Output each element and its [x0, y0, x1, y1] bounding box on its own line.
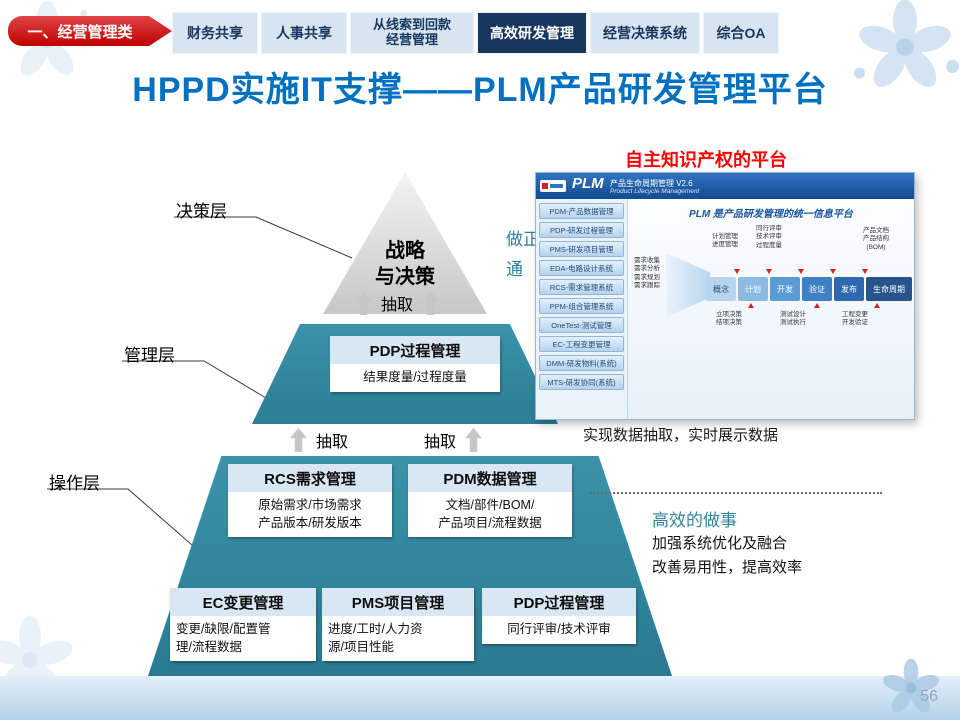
label-operation-layer: 操作层 — [49, 474, 100, 493]
plm-sidebar: PDM-产品数据管理 PDP-研发过程管理 PMS-研发项目管理 EDA-电路设… — [536, 199, 628, 419]
annotation-change: 工程变更 开发验证 — [842, 311, 868, 327]
tab-financial-sharing[interactable]: 财务共享 — [172, 12, 258, 54]
box-title: PDM数据管理 — [408, 464, 572, 492]
plm-sidebar-item-onetest: OneTest-测试管理 — [539, 317, 624, 333]
footer-band — [0, 676, 960, 720]
plm-sidebar-item-mts: MTS-研发协同(系统) — [539, 374, 624, 390]
box-body: 变更/缺限/配置管 理/流程数据 — [176, 622, 271, 654]
plm-brand: PLM — [572, 175, 604, 192]
plm-sidebar-item-dmm: DMM-研发物料(系统) — [539, 355, 624, 371]
strategy-decision-title: 战略 与决策 — [375, 240, 435, 288]
box-title: PDP过程管理 — [330, 336, 500, 364]
management-connector-line — [122, 360, 267, 399]
plm-sidebar-item-ec: EC-工程变更管理 — [539, 336, 624, 352]
extract-row-left: 抽取 — [290, 428, 348, 452]
plm-stage-verify: 验证 — [802, 277, 832, 301]
tab-decision-system[interactable]: 经营决策系统 — [590, 12, 700, 54]
red-marker-icon — [748, 303, 754, 308]
clipped-text-bottom: 通 — [506, 260, 523, 279]
extract-label: 抽取 — [424, 434, 457, 451]
label-management-layer: 管理层 — [124, 346, 175, 365]
page-title: HPPD实施IT支撑——PLM产品研发管理平台 — [132, 71, 828, 109]
label-decision-layer: 决策层 — [176, 202, 227, 221]
decision-connector-line — [174, 216, 353, 259]
rcs-requirement-box: RCS需求管理 原始需求/市场需求 产品版本/研发版本 — [228, 464, 392, 537]
pdp-process-box: PDP过程管理 结果度量/过程度量 — [330, 336, 500, 392]
funnel-shape — [666, 253, 710, 317]
up-arrow-icon — [355, 291, 372, 315]
plm-sidebar-item-pdm: PDM-产品数据管理 — [539, 203, 624, 219]
up-arrow-icon — [465, 428, 483, 452]
annotation-review: 同行评审 技术评审 过程度量 — [756, 225, 782, 249]
plm-sidebar-item-pdp: PDP-研发过程管理 — [539, 222, 624, 238]
logo-dot — [542, 183, 548, 189]
box-title: EC变更管理 — [170, 588, 316, 616]
data-extract-note: 实现数据抽取，实时展示数据 — [583, 427, 779, 444]
plm-screenshot: PLM 产品生命周期管理 V2.6 Product Lifecycle Mana… — [535, 172, 915, 420]
plm-stage-develop: 开发 — [770, 277, 800, 301]
red-marker-icon — [766, 269, 772, 274]
box-title: PDP过程管理 — [482, 588, 636, 616]
category-banner-label: 一、经营管理类 — [27, 23, 133, 41]
box-title: PMS项目管理 — [322, 588, 474, 616]
tab-bar: 财务共享 人事共享 从线索到回款 经营管理 高效研发管理 经营决策系统 综合OA — [172, 12, 779, 54]
pms-project-box: PMS项目管理 进度/工时/人力资 源/项目性能 — [322, 588, 474, 661]
plm-stage-release: 发布 — [834, 277, 864, 301]
ec-change-box: EC变更管理 变更/缺限/配置管 理/流程数据 — [170, 588, 316, 661]
extract-label: 抽取 — [381, 297, 414, 314]
annotation-plan: 计划管理 进度管理 — [712, 233, 738, 249]
red-marker-icon — [798, 269, 804, 274]
box-body: 结果度量/过程度量 — [363, 370, 467, 384]
annotation-product: 产品文档 产品结构 (BOM) — [863, 227, 889, 251]
operation-connector-line — [47, 488, 193, 546]
extract-label: 抽取 — [316, 434, 349, 451]
pdp-process-box-bottom: PDP过程管理 同行评审/技术评审 — [482, 588, 636, 644]
tab-oa[interactable]: 综合OA — [703, 12, 779, 54]
up-arrow-icon — [290, 428, 307, 452]
plm-sidebar-item-rcs: RCS-需求管理系统 — [539, 279, 624, 295]
tab-hr-sharing[interactable]: 人事共享 — [261, 12, 347, 54]
red-marker-icon — [734, 269, 740, 274]
annotation-requirements: 需求收集 需求分析 需求规划 需求跟踪 — [634, 257, 660, 290]
pdm-data-box: PDM数据管理 文档/部件/BOM/ 产品项目/流程数据 — [408, 464, 572, 537]
ip-headline: 自主知识产权的平台 — [625, 150, 787, 170]
page-number: 56 — [920, 688, 938, 705]
plm-brand-subtitle: Product Lifecycle Management — [610, 188, 700, 195]
plm-stage-lifecycle: 生命周期 — [866, 277, 912, 301]
tab-rd-management[interactable]: 高效研发管理 — [477, 12, 587, 54]
annotation-decision: 立项决策 结项决策 — [716, 311, 742, 327]
clipped-text-top: 做正 — [506, 230, 536, 249]
efficiency-title: 高效的做事 — [652, 511, 737, 530]
red-marker-icon — [814, 303, 820, 308]
red-marker-icon — [862, 269, 868, 274]
plm-sidebar-item-ppm: PPM-组合管理系统 — [539, 298, 624, 314]
plm-brand-title: 产品生命周期管理 V2.6 — [610, 179, 693, 188]
efficiency-line-1: 加强系统优化及融合 — [652, 535, 788, 552]
box-title: RCS需求管理 — [228, 464, 392, 492]
tab-lead-to-cash[interactable]: 从线索到回款 经营管理 — [350, 12, 474, 54]
plm-header: PLM 产品生命周期管理 V2.6 Product Lifecycle Mana… — [536, 173, 914, 199]
box-body: 同行评审/技术评审 — [507, 622, 611, 636]
box-body: 原始需求/市场需求 产品版本/研发版本 — [258, 498, 362, 530]
plm-sidebar-item-pms: PMS-研发项目管理 — [539, 241, 624, 257]
vendor-logo-icon — [540, 180, 566, 192]
plm-sidebar-item-eda: EDA-电路设计系统 — [539, 260, 624, 276]
red-marker-icon — [830, 269, 836, 274]
efficiency-line-2: 改善易用性，提高效率 — [652, 559, 803, 576]
extract-row-right: 抽取 — [424, 428, 483, 452]
box-body: 进度/工时/人力资 源/项目性能 — [328, 622, 423, 654]
plm-stage-plan: 计划 — [738, 277, 768, 301]
plm-main-panel: PLM 是产品研发管理的统一信息平台 需求收集 需求分析 需求规划 需求跟踪 计… — [628, 199, 914, 419]
annotation-test: 测试设计 测试执行 — [780, 311, 806, 327]
red-marker-icon — [874, 303, 880, 308]
logo-bar — [550, 184, 563, 188]
extract-row-top: 抽取 — [355, 291, 440, 315]
box-body: 文档/部件/BOM/ 产品项目/流程数据 — [438, 498, 542, 530]
category-banner: 一、经营管理类 — [8, 16, 172, 46]
plm-stage-concept: 概念 — [706, 277, 736, 301]
up-arrow-icon — [422, 291, 440, 315]
plm-main-title: PLM 是产品研发管理的统一信息平台 — [689, 209, 853, 220]
dotted-divider — [590, 492, 882, 494]
